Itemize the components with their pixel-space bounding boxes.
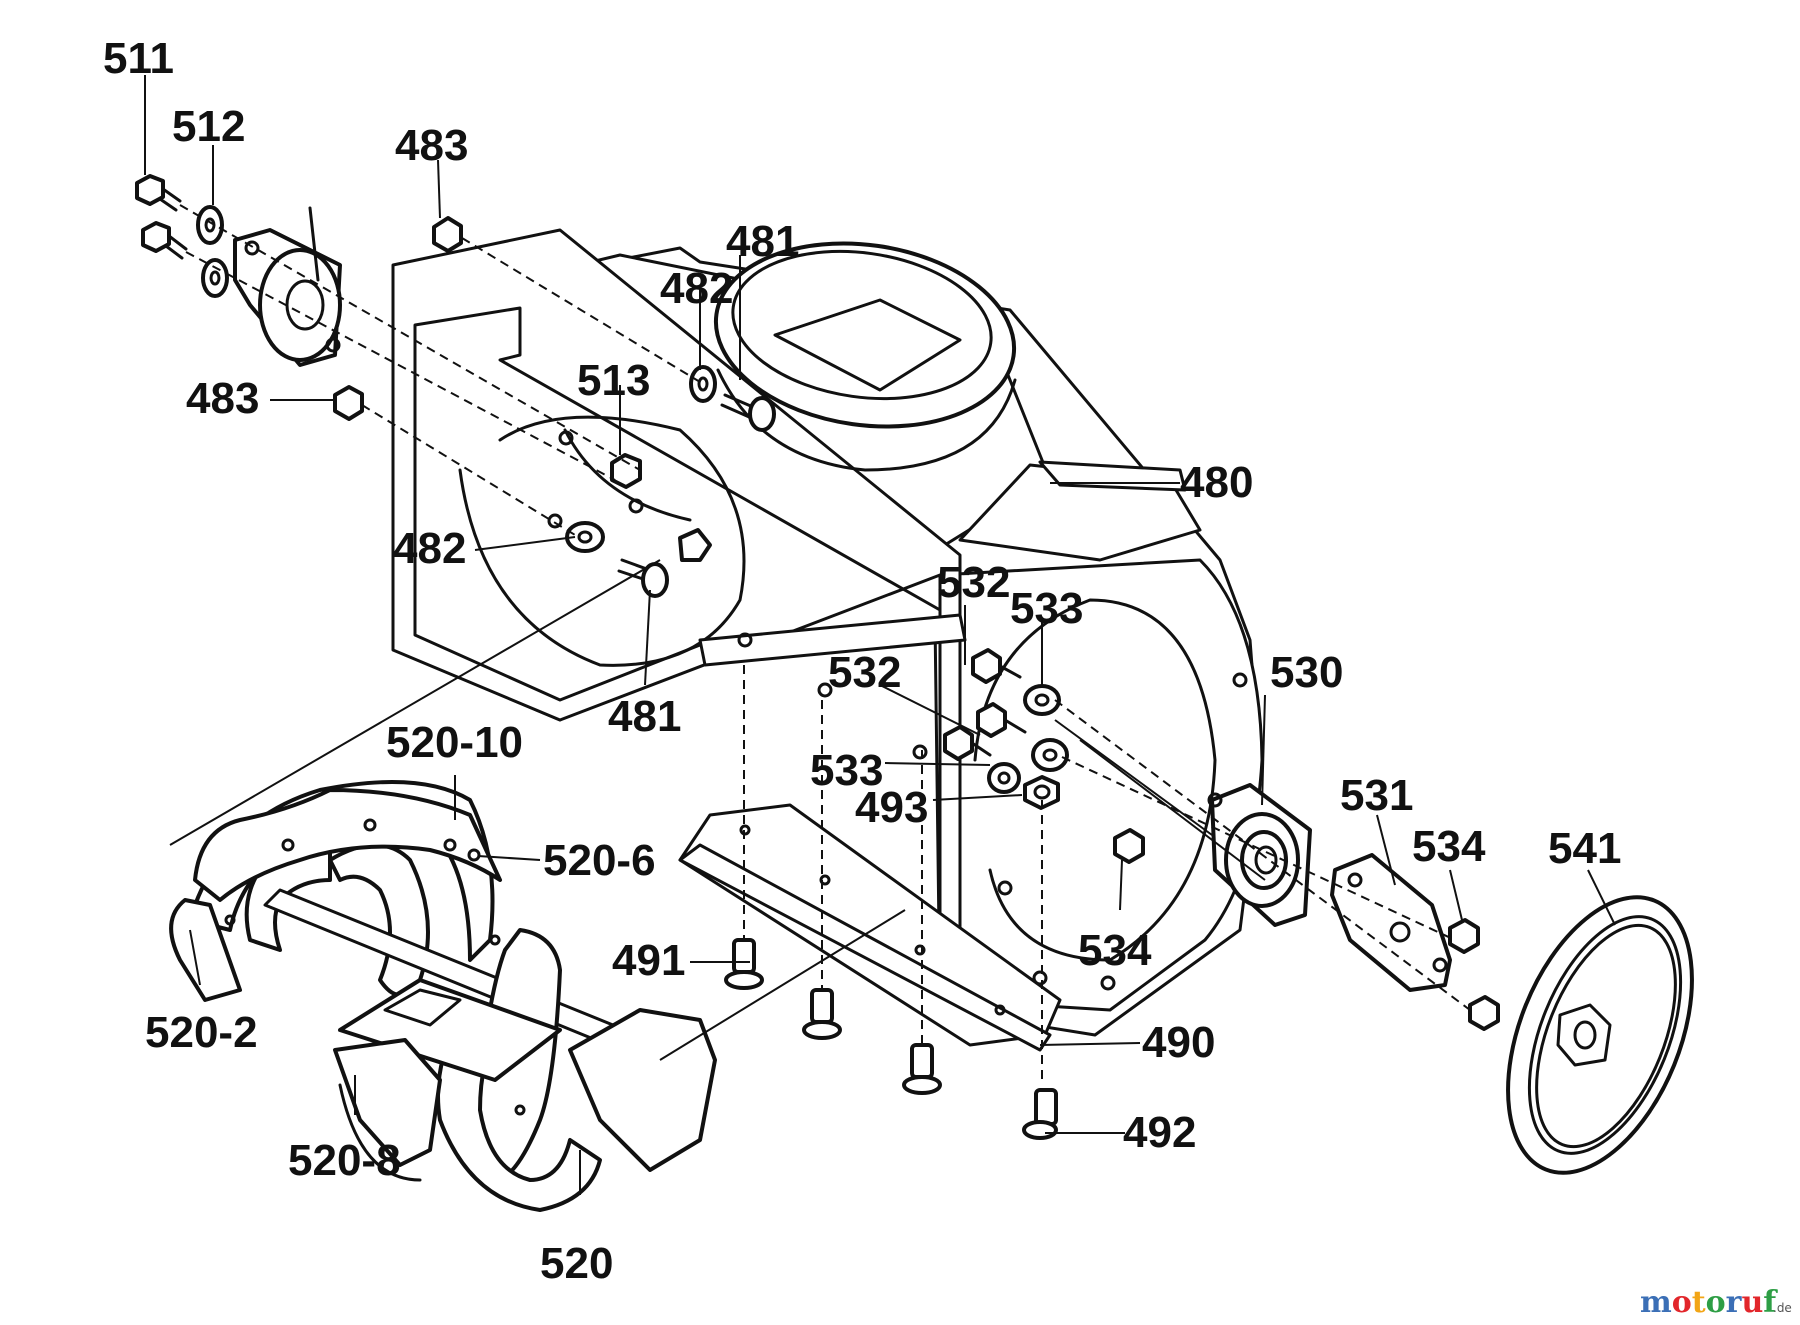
callout-511: 511 xyxy=(103,34,174,83)
callout-531: 531 xyxy=(1340,771,1413,820)
callout-482-left: 482 xyxy=(393,524,466,573)
watermark-letter: r xyxy=(1726,1285,1743,1320)
watermark-brand: motoruf xyxy=(1640,1285,1778,1320)
callout-482-top: 482 xyxy=(660,264,733,313)
callout-520-10: 520-10 xyxy=(386,718,523,767)
watermark-letter: o xyxy=(1672,1285,1692,1320)
auger-housing xyxy=(391,228,1264,1037)
callout-520: 520 xyxy=(540,1239,613,1288)
fasteners xyxy=(135,174,1500,1140)
callout-labels: 511 512 483 483 481 482 513 480 482 481 … xyxy=(103,34,1621,1288)
callout-480: 480 xyxy=(1180,458,1253,507)
watermark-letter: m xyxy=(1640,1285,1672,1320)
callout-483-top: 483 xyxy=(395,121,468,170)
callout-491: 491 xyxy=(612,936,685,985)
callout-481-top: 481 xyxy=(726,217,799,266)
callout-520-2: 520-2 xyxy=(145,1008,258,1057)
watermark-letter: t xyxy=(1692,1285,1706,1320)
watermark-letter: u xyxy=(1741,1285,1763,1320)
callout-533-top: 533 xyxy=(1010,584,1083,633)
callout-530: 530 xyxy=(1270,648,1343,697)
pulley xyxy=(1506,895,1694,1175)
callout-533-mid: 533 xyxy=(810,746,883,795)
callout-493: 493 xyxy=(855,783,928,832)
scraper-bar xyxy=(678,803,1062,1052)
callout-481-bottom: 481 xyxy=(608,692,681,741)
bearing-flange-left xyxy=(233,206,342,367)
watermark-logo: motoruf .de xyxy=(1640,1285,1792,1320)
callout-512: 512 xyxy=(172,102,245,151)
callout-532-top: 532 xyxy=(937,558,1010,607)
callout-490: 490 xyxy=(1142,1018,1215,1067)
callout-520-8: 520-8 xyxy=(288,1136,401,1185)
callout-483-left: 483 xyxy=(186,374,259,423)
leader-lines xyxy=(144,75,1616,1195)
watermark-suffix: .de xyxy=(1773,1301,1792,1315)
callout-534-right: 534 xyxy=(1412,822,1486,871)
callout-513: 513 xyxy=(577,356,650,405)
auger-assembly xyxy=(169,780,717,1212)
callout-534-mid: 534 xyxy=(1078,926,1152,975)
callout-532-mid: 532 xyxy=(828,648,901,697)
bearing-plate-531 xyxy=(1330,853,1452,992)
explosion-lines xyxy=(169,204,1471,1085)
watermark-letter: f xyxy=(1763,1285,1778,1320)
callout-492: 492 xyxy=(1123,1108,1196,1157)
callout-520-6: 520-6 xyxy=(543,836,656,885)
callout-541: 541 xyxy=(1548,824,1621,873)
watermark-letter: o xyxy=(1706,1285,1726,1320)
